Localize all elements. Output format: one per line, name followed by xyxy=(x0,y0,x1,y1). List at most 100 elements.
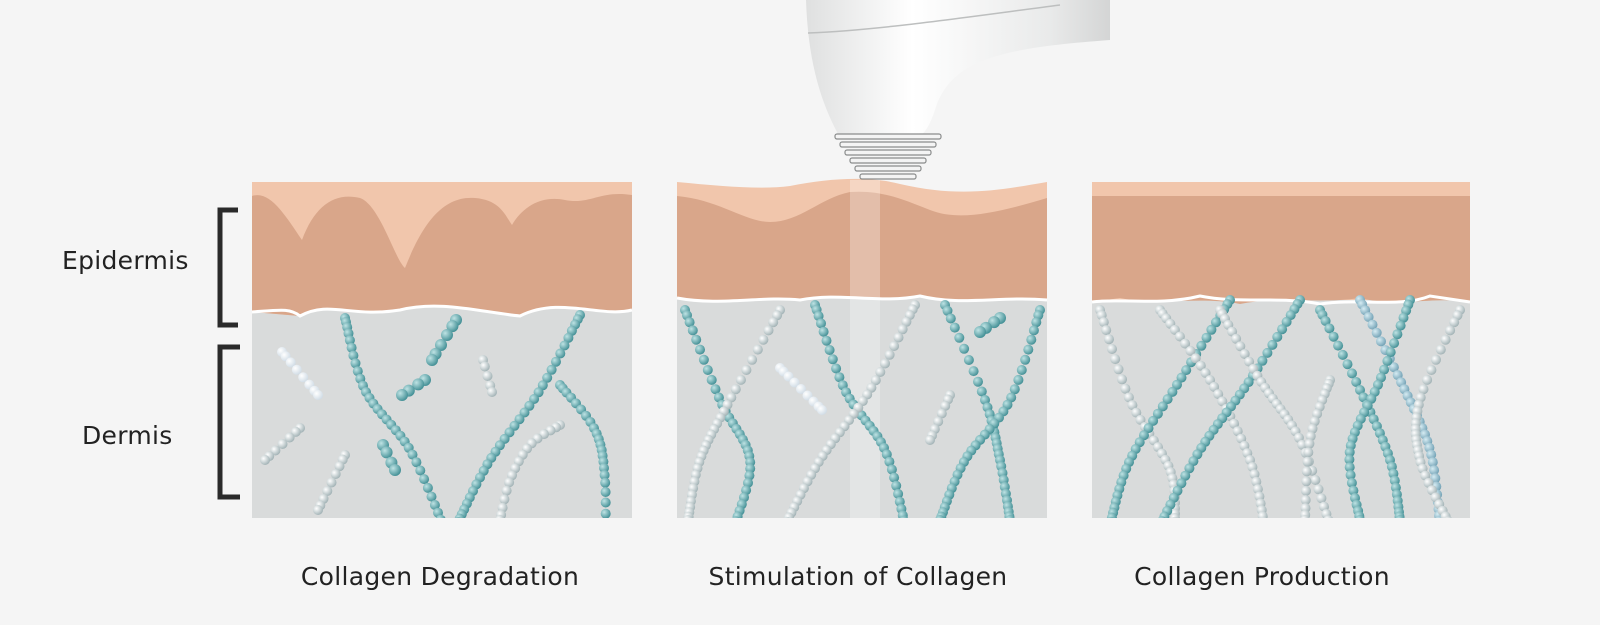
collagen-bead xyxy=(1196,340,1207,351)
collagen-bead xyxy=(889,472,900,483)
collagen-bead xyxy=(546,364,557,375)
collagen-bead xyxy=(1426,449,1437,460)
collagen-bead xyxy=(1009,384,1020,395)
collagen-bead xyxy=(940,400,951,411)
panel-production xyxy=(1091,182,1471,518)
collagen-strand xyxy=(935,305,1045,518)
collagen-bead xyxy=(1158,516,1166,518)
collagen-strand xyxy=(1158,295,1305,518)
collagen-strand xyxy=(925,390,955,445)
collagen-bead xyxy=(1435,520,1445,530)
collagen-bead xyxy=(816,318,826,329)
collagen-bead xyxy=(889,341,900,351)
collagen-bead xyxy=(976,386,987,397)
collagen-bead xyxy=(796,384,806,394)
collagen-bead xyxy=(687,325,698,336)
collagen-bead xyxy=(1344,454,1355,465)
collagen-bead xyxy=(1104,334,1114,345)
collagen-bead xyxy=(1176,372,1187,383)
collagen-bead xyxy=(884,349,895,360)
collagen-bead xyxy=(821,335,832,346)
collagen-bead xyxy=(1395,320,1406,331)
collagen-bead xyxy=(1239,349,1250,359)
ultrasound-device xyxy=(806,0,1110,180)
collagen-bead xyxy=(438,521,448,531)
collagen-bead xyxy=(284,432,295,443)
collagen-bead xyxy=(1181,365,1192,376)
collagen-strand xyxy=(313,450,350,515)
collagen-bead xyxy=(600,541,610,551)
collagen-bead xyxy=(346,342,357,353)
collagen-bead xyxy=(1120,383,1131,394)
collagen-bead xyxy=(1162,394,1173,405)
collagen-bead xyxy=(504,477,515,488)
collagen-bead xyxy=(1309,416,1320,427)
collagen-bead xyxy=(1367,319,1378,330)
collagen-bead xyxy=(1324,323,1335,334)
collagen-bead xyxy=(1229,418,1240,429)
collagen-bead xyxy=(706,374,717,385)
collagen-bead xyxy=(1171,516,1179,518)
device-rib xyxy=(859,173,917,180)
collagen-bead xyxy=(350,358,361,369)
collagen-bead xyxy=(1277,324,1288,335)
collagen-bead xyxy=(1190,353,1201,364)
collagen-bead xyxy=(1385,347,1396,358)
collagen-bead xyxy=(1389,338,1400,349)
collagen-bead xyxy=(1325,520,1335,530)
collagen-bead xyxy=(831,363,842,374)
collagen-strand xyxy=(940,300,1015,518)
collagen-bead xyxy=(730,520,740,530)
collagen-bead xyxy=(1310,475,1321,485)
collagen-bead xyxy=(1307,423,1318,434)
collagen-bead xyxy=(1185,345,1196,356)
collagen-bead xyxy=(542,372,553,383)
collagen-bead xyxy=(1101,325,1112,336)
collagen-bead xyxy=(1347,368,1357,379)
collagen-bead xyxy=(884,456,895,467)
collagen-bead xyxy=(1106,512,1117,518)
collagen-bead xyxy=(817,405,827,415)
collagen-bead xyxy=(710,384,721,395)
collagen-bead xyxy=(827,354,838,365)
collagen-strand xyxy=(555,380,611,565)
collagen-bead xyxy=(1342,359,1353,370)
collagen-strand xyxy=(1410,305,1465,530)
collagen-bead xyxy=(1431,354,1441,365)
collagen-bead xyxy=(893,488,904,499)
collagen-bead xyxy=(1392,329,1403,340)
collagen-strand xyxy=(340,313,448,531)
collagen-bead xyxy=(435,339,447,351)
collagen-bead xyxy=(1445,520,1455,530)
collagen-strand xyxy=(377,439,401,476)
collagen-bead xyxy=(1180,338,1191,349)
collagen-strand xyxy=(1300,375,1335,518)
collagen-bead xyxy=(949,322,960,333)
collagen-bead xyxy=(1117,374,1127,385)
collagen-bead xyxy=(348,350,359,361)
collagen-bead xyxy=(419,474,430,485)
collagen-bead xyxy=(412,378,425,391)
caption-production: Collagen Production xyxy=(1134,562,1390,591)
collagen-bead xyxy=(1371,327,1382,338)
collagen-bead xyxy=(600,531,610,541)
device-tip-ribs xyxy=(834,133,942,180)
collagen-bead xyxy=(455,517,461,518)
collagen-bead xyxy=(1301,485,1311,496)
collagen-bead xyxy=(1346,477,1357,488)
collagen-bead xyxy=(1257,511,1268,518)
collagen-bead xyxy=(880,358,890,369)
collagen-strand xyxy=(426,314,462,366)
collagen-bead xyxy=(600,477,611,488)
collagen-bead xyxy=(1244,356,1255,367)
collagen-bead xyxy=(768,317,779,328)
collagen-bead xyxy=(1020,354,1031,365)
collagen-bead xyxy=(1235,341,1246,352)
collagen-bead xyxy=(901,316,912,327)
collagen-bead xyxy=(600,555,610,565)
collagen-strand xyxy=(454,310,585,518)
collagen-bead xyxy=(1449,317,1460,328)
collagen-bead xyxy=(555,348,566,359)
collagen-bead xyxy=(959,343,970,354)
